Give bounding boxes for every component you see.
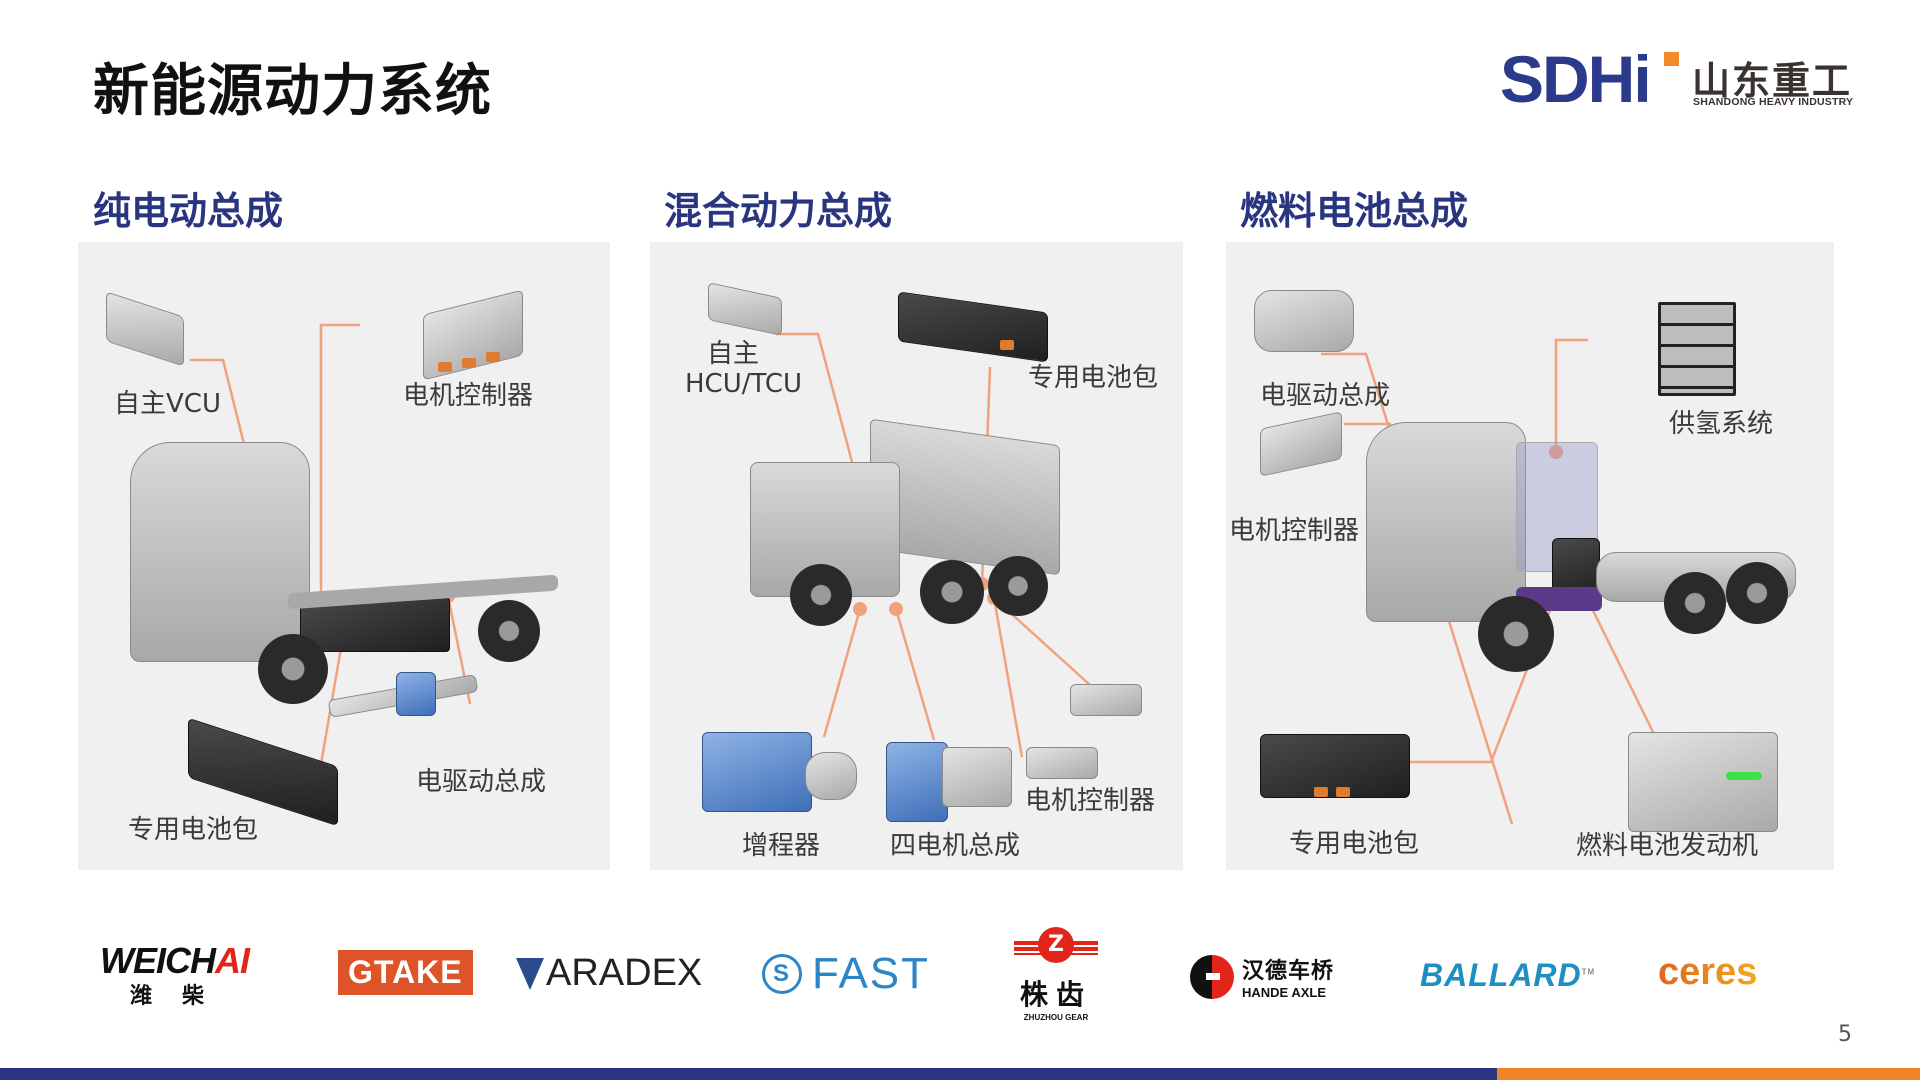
hande-mark-icon — [1190, 954, 1234, 999]
logo-zhuzhou-gear: Z 株齿 ZHUZHOU GEAR — [1014, 925, 1098, 1022]
e-drive-image — [1254, 290, 1354, 352]
aradex-mark-icon — [516, 957, 544, 990]
wheel-icon — [790, 564, 852, 626]
logo-ceres: ceres — [1658, 951, 1758, 993]
brand-name-cn: 山东重工 — [1692, 59, 1853, 103]
brand-name-en: SHANDONG HEAVY INDUSTRY — [1693, 96, 1854, 108]
label-range-extender: 增程器 — [742, 831, 821, 861]
label-hcu: 自主 HCU/TCU — [685, 339, 803, 399]
page-number: 5 — [1838, 1022, 1852, 1047]
partner-logos: WEICHAI 潍柴 GTAKE ARADEX S FAST Z 株齿 ZHUZ… — [0, 925, 1920, 1025]
brand-mark: SDHi — [1500, 42, 1652, 116]
wheel-icon — [988, 556, 1048, 616]
heading-pure-electric: 纯电动总成 — [93, 189, 284, 233]
battery-pack-image — [1260, 734, 1410, 798]
fast-mark-icon: S — [762, 954, 802, 994]
wheel-icon — [920, 560, 984, 624]
label-hydrogen-supply: 供氢系统 — [1669, 409, 1774, 439]
wheel-icon — [1478, 596, 1554, 672]
fuel-cell-engine-image — [1628, 732, 1778, 832]
gear-icon: Z — [1014, 925, 1098, 973]
brand-dot-accent — [1664, 52, 1679, 66]
logo-ballard: BALLARDTM — [1420, 957, 1596, 993]
wheel-icon — [258, 634, 328, 704]
range-extender-image — [702, 732, 812, 812]
heading-hybrid: 混合动力总成 — [664, 189, 893, 233]
label-battery-pack: 专用电池包 — [1289, 829, 1420, 859]
electric-truck-image — [130, 442, 310, 662]
footer-bar-orange — [1497, 1068, 1920, 1080]
motor-controller-image — [1070, 684, 1142, 716]
panel-fuel-cell: 电驱动总成 电机控制器 供氢系统 专用电池包 燃料电池发动机 — [1226, 242, 1834, 870]
label-vcu: 自主VCU — [114, 389, 221, 419]
label-battery-pack: 专用电池包 — [128, 815, 259, 845]
label-battery-pack: 专用电池包 — [1028, 363, 1159, 393]
label-motor-controller: 电机控制器 — [1229, 516, 1360, 546]
label-e-drive: 电驱动总成 — [416, 767, 547, 797]
label-motor-controller: 电机控制器 — [1025, 786, 1156, 816]
label-motor-controller: 电机控制器 — [403, 381, 534, 411]
logo-fast: S FAST — [762, 949, 930, 999]
heading-fuel-cell: 燃料电池总成 — [1240, 189, 1469, 233]
panel-hybrid: 自主 HCU/TCU 专用电池包 增程器 四电机总成 电机控制器 — [650, 242, 1183, 870]
footer-bar-navy — [0, 1068, 1497, 1080]
label-e-drive: 电驱动总成 — [1260, 381, 1391, 411]
logo-hande-axle: 汉德车桥 HANDE AXLE — [1190, 953, 1334, 1000]
wheel-icon — [1726, 562, 1788, 624]
logo-aradex: ARADEX — [516, 952, 702, 995]
sdhi-logo: SDHi 山东重工 SHANDONG HEAVY INDUSTRY — [1500, 42, 1872, 116]
fuel-cell-truck-image — [1366, 422, 1526, 622]
wheel-icon — [478, 600, 540, 662]
slide-title: 新能源动力系统 — [93, 59, 492, 124]
label-fuel-cell-engine: 燃料电池发动机 — [1576, 831, 1759, 861]
logo-weichai: WEICHAI 潍柴 — [100, 940, 250, 1009]
hydrogen-supply-image — [1658, 302, 1736, 396]
wheel-icon — [1664, 572, 1726, 634]
label-four-motor: 四电机总成 — [890, 831, 1021, 861]
four-motor-assembly-image — [886, 742, 948, 822]
logo-gtake: GTAKE — [338, 950, 473, 995]
motor-controller-image — [1026, 747, 1098, 779]
panel-pure-electric: 自主VCU 电机控制器 电驱动总成 专用电池包 — [78, 242, 610, 870]
